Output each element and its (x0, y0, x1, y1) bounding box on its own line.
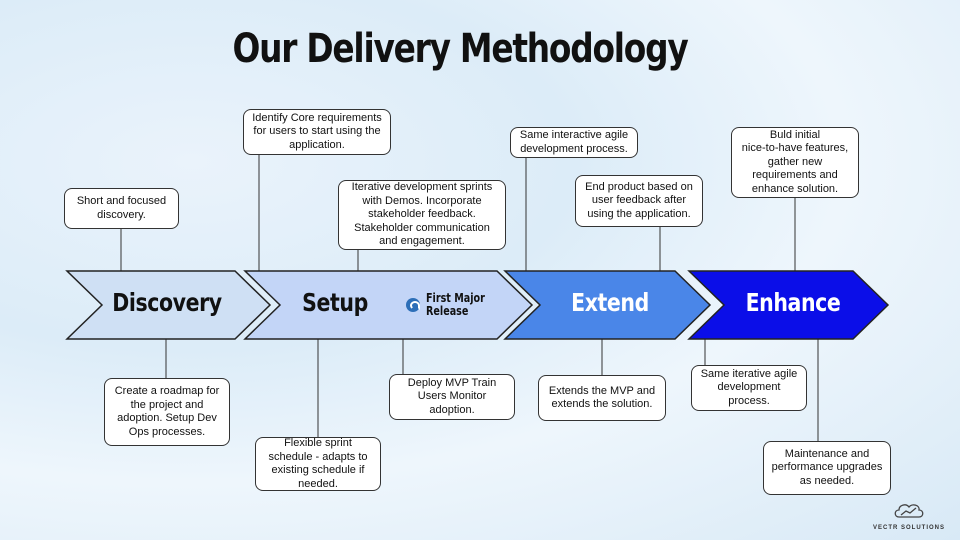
stage-arrow-enhance (687, 270, 890, 340)
cloud-chart-icon (894, 504, 924, 518)
milestone-first-major-release: First Major Release (406, 292, 500, 318)
release-icon (406, 298, 420, 312)
note-enhance-top: Buld initial nice-to-have features, gath… (731, 127, 859, 198)
note-enhance-bottom-2: Maintenance and performance upgrades as … (763, 441, 891, 495)
note-setup-top-1: Identify Core requirements for users to … (243, 109, 391, 155)
logo-text: VECTR SOLUTIONS (872, 525, 945, 531)
note-setup-bottom-1: Flexible sprint schedule - adapts to exi… (255, 437, 381, 491)
note-setup-top-2: Iterative development sprints with Demos… (338, 180, 506, 250)
note-extend-top-1: Same interactive agile development proce… (510, 127, 638, 158)
page-title: Our Delivery Methodology (232, 26, 689, 72)
note-extend-top-2: End product based on user feedback after… (575, 175, 703, 227)
company-logo: VECTR SOLUTIONS (862, 502, 956, 531)
stage-label-enhance: Enhance (745, 288, 841, 317)
note-discovery-top: Short and focused discovery. (64, 188, 179, 229)
note-extend-bottom: Extends the MVP and extends the solution… (538, 375, 666, 421)
stage-label-extend: Extend (571, 288, 649, 317)
stage-arrow-setup (243, 270, 534, 340)
stage-label-discovery: Discovery (112, 288, 222, 317)
stage-label-setup: Setup (302, 288, 368, 317)
note-enhance-bottom-1: Same iterative agile development process… (691, 365, 807, 411)
note-discovery-bottom: Create a roadmap for the project and ado… (104, 378, 230, 446)
milestone-label: First Major Release (426, 291, 485, 318)
note-setup-bottom-2: Deploy MVP Train Users Monitor adoption. (389, 374, 515, 420)
stage-arrow-discovery (65, 270, 272, 340)
stage-arrow-extend (503, 270, 712, 340)
